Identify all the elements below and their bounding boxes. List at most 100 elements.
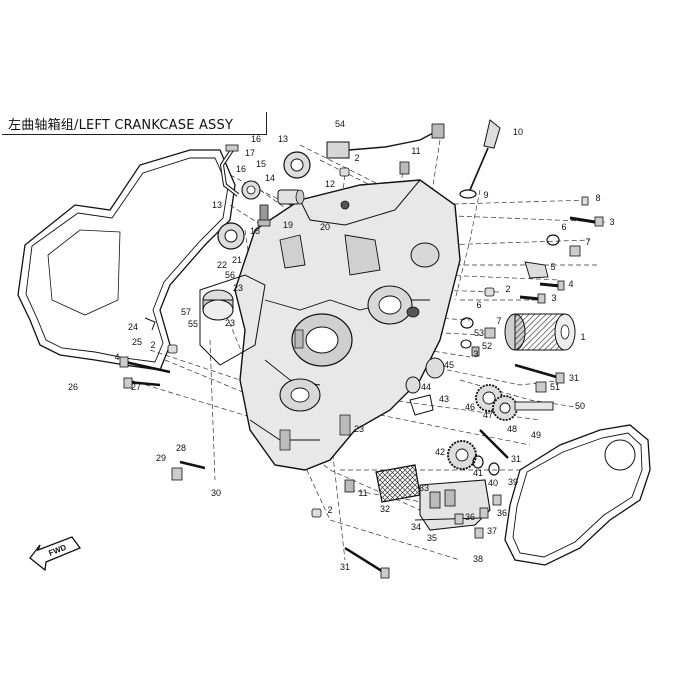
callout-13: 13 xyxy=(278,134,288,144)
bearing-15 xyxy=(241,180,261,200)
bolt-3-b xyxy=(519,293,546,304)
title-end-tick xyxy=(266,112,267,134)
callout-46: 46 xyxy=(465,402,475,412)
callout-2: 2 xyxy=(354,153,359,163)
callout-20: 20 xyxy=(320,222,330,232)
callout-16: 16 xyxy=(236,164,246,174)
callout-23: 23 xyxy=(233,283,243,293)
bolt-31-c xyxy=(344,546,386,575)
dowel-11-bottom xyxy=(344,479,355,493)
callout-4: 4 xyxy=(568,279,573,289)
callout-41: 41 xyxy=(473,468,483,478)
callout-18: 18 xyxy=(250,226,260,236)
callout-50: 50 xyxy=(575,401,585,411)
bolt-28-29 xyxy=(171,460,206,481)
callout-15: 15 xyxy=(256,159,266,169)
callout-31: 31 xyxy=(340,562,350,572)
plug-12 xyxy=(340,200,350,210)
callout-40: 40 xyxy=(488,478,498,488)
bolt-3-a xyxy=(569,216,604,227)
callout-55: 55 xyxy=(188,319,198,329)
left-cover-gasket-inner xyxy=(25,157,229,363)
sensor-54-harness xyxy=(326,123,445,159)
bearing-13-top xyxy=(283,151,311,179)
callout-28: 28 xyxy=(176,443,186,453)
pump-rotor-45 xyxy=(405,357,445,394)
callout-8: 8 xyxy=(595,193,600,203)
clip-24 xyxy=(144,317,156,331)
callout-4: 4 xyxy=(114,352,119,362)
forward-arrow-icon: FWD xyxy=(29,536,82,572)
callout-57: 57 xyxy=(181,307,191,317)
bolt-31-a xyxy=(514,363,561,380)
callout-30: 30 xyxy=(211,488,221,498)
callout-12: 12 xyxy=(325,179,335,189)
callout-5: 5 xyxy=(550,262,555,272)
gear-42 xyxy=(447,440,477,470)
dowel-2-b xyxy=(484,287,495,297)
callout-49: 49 xyxy=(531,430,541,440)
callout-44: 44 xyxy=(421,382,431,392)
seal-ring-57 xyxy=(202,289,234,321)
oil-strainer-32 xyxy=(375,464,421,503)
callout-31: 31 xyxy=(511,454,521,464)
bearing-13-left xyxy=(217,222,245,250)
dowel-11-top xyxy=(399,161,410,175)
callout-36: 36 xyxy=(465,512,475,522)
callout-34: 34 xyxy=(411,522,421,532)
bolt-4 xyxy=(539,280,565,291)
bolt-4-left xyxy=(119,356,171,374)
callout-3: 3 xyxy=(551,293,556,303)
oil-pump-body xyxy=(414,479,491,531)
clip-43 xyxy=(409,394,434,416)
callout-36: 36 xyxy=(497,508,507,518)
callout-48: 48 xyxy=(507,424,517,434)
inner-cover-plate xyxy=(199,274,266,366)
callout-43: 43 xyxy=(439,394,449,404)
callout-14: 14 xyxy=(265,173,275,183)
callout-47: 47 xyxy=(483,410,493,420)
callout-53: 53 xyxy=(474,328,484,338)
callout-19: 19 xyxy=(283,220,293,230)
callout-39: 39 xyxy=(508,477,518,487)
washer-41 xyxy=(472,455,484,469)
right-gasket-inner xyxy=(512,432,643,558)
callout-3: 3 xyxy=(473,349,478,359)
callout-37: 37 xyxy=(487,526,497,536)
dowel-2-a xyxy=(339,167,350,177)
callout-2: 2 xyxy=(327,505,332,515)
washer-6-a xyxy=(546,234,560,246)
callout-13: 13 xyxy=(212,200,222,210)
callout-31: 31 xyxy=(569,373,579,383)
callout-33: 33 xyxy=(419,483,429,493)
diagram-title-box: 左曲轴箱组/LEFT CRANKCASE ASSY xyxy=(2,112,267,135)
bolt-51 xyxy=(535,381,547,393)
callout-3: 3 xyxy=(609,217,614,227)
washer-53 xyxy=(460,339,472,349)
bolt-52 xyxy=(471,346,480,357)
bolt-36-b xyxy=(454,513,464,525)
bolt-7-a xyxy=(569,245,581,257)
hose-clamp xyxy=(225,144,239,152)
gasket-port xyxy=(604,439,636,471)
callout-27: 27 xyxy=(131,382,141,392)
bolt-27 xyxy=(123,377,161,389)
bolt-39 xyxy=(492,494,502,506)
left-crankcase-body xyxy=(234,179,461,471)
diagram-title: 左曲轴箱组/LEFT CRANKCASE ASSY xyxy=(8,118,234,133)
callout-9: 9 xyxy=(483,190,488,200)
callout-6: 6 xyxy=(476,300,481,310)
callout-7: 7 xyxy=(585,237,590,247)
dowel-2-c xyxy=(167,344,178,354)
callout-38: 38 xyxy=(473,554,483,564)
callout-32: 32 xyxy=(380,504,390,514)
callout-24: 24 xyxy=(128,322,138,332)
callout-52: 52 xyxy=(482,341,492,351)
dipstick-10 xyxy=(469,119,501,191)
bolt-7-b xyxy=(484,327,496,339)
bolt-8 xyxy=(581,196,589,206)
callout-45: 45 xyxy=(444,360,454,370)
callout-16: 16 xyxy=(251,134,261,144)
